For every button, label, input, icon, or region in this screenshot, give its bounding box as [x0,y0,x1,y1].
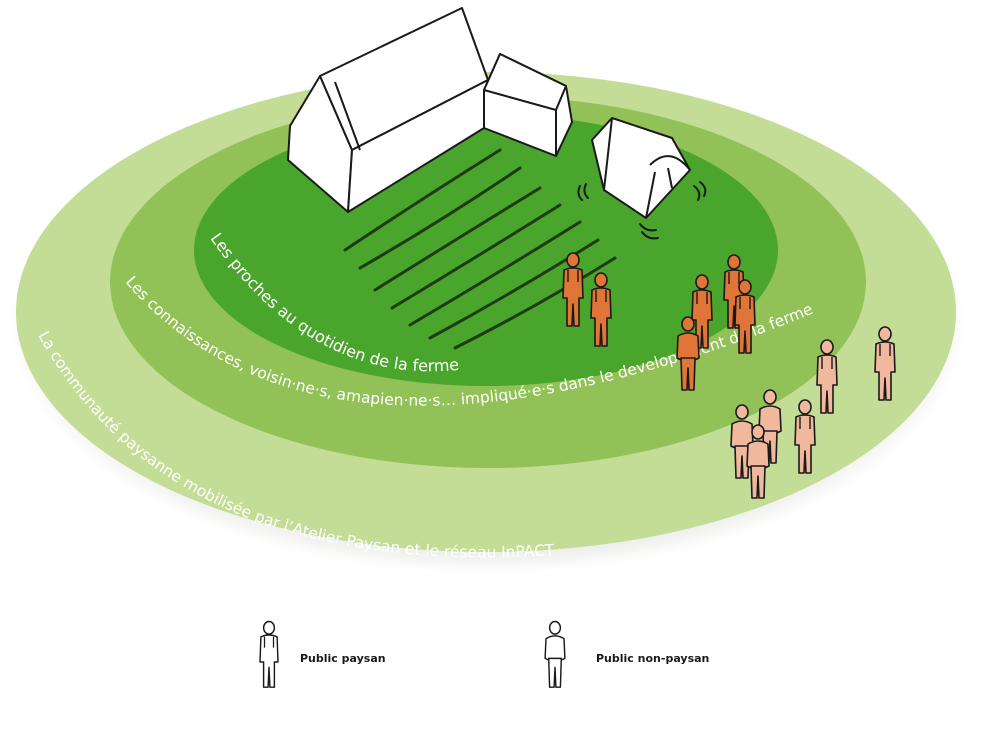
person-icon-11 [730,404,754,479]
person-icon-7 [816,339,838,414]
person-icon-5 [734,279,756,354]
person-icon-1 [562,252,584,327]
motion-marks [577,181,707,240]
non-paysan-figure-icon [544,620,566,688]
annex-building-icon [483,53,573,157]
person-icon-10 [794,399,816,474]
person-icon-4 [691,274,713,349]
greenhouse-icon [591,117,691,219]
person-icon-2 [590,272,612,347]
people-group [562,252,896,499]
paysan-figure-icon [259,620,279,688]
barn-icon [287,7,489,213]
person-icon-8 [874,326,896,401]
person-icon-6 [676,316,700,391]
field-furrows [343,148,617,350]
legend-non-paysan-label: Public non-paysan [596,652,709,665]
legend-non-paysan-icon [544,620,566,688]
person-icon-12 [746,424,770,499]
legend: Public paysan Public non-paysan [259,620,709,688]
legend-paysan-icon [259,620,279,688]
legend-paysan-label: Public paysan [300,652,386,665]
